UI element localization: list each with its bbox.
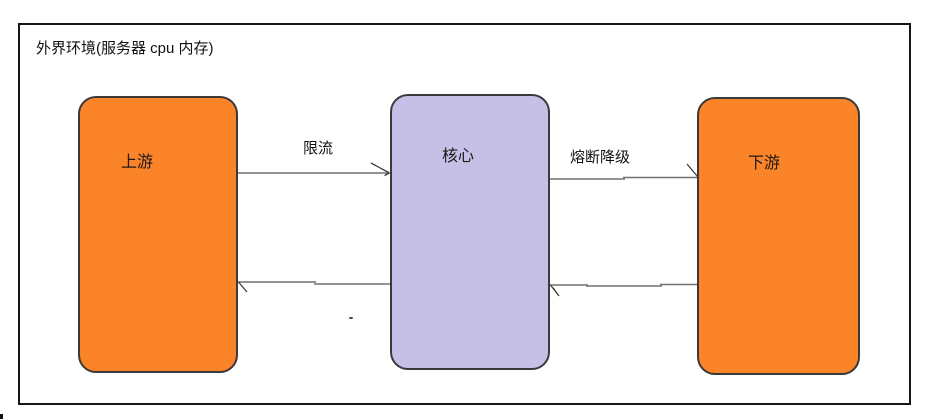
node-core: 核心 xyxy=(390,94,550,370)
corner-artifact-mark xyxy=(0,414,3,419)
edge-label-rate-limit: 限流 xyxy=(303,140,334,157)
node-downstream-label: 下游 xyxy=(748,155,781,172)
node-core-label: 核心 xyxy=(442,148,475,165)
edge-label-circuit-break-degrade: 熔断降级 xyxy=(570,149,631,166)
stray-ink-dot xyxy=(349,317,353,319)
node-downstream: 下游 xyxy=(697,97,860,375)
node-upstream-label: 上游 xyxy=(121,154,154,171)
environment-label: 外界环境(服务器 cpu 内存) xyxy=(36,40,214,57)
node-upstream: 上游 xyxy=(78,96,238,373)
